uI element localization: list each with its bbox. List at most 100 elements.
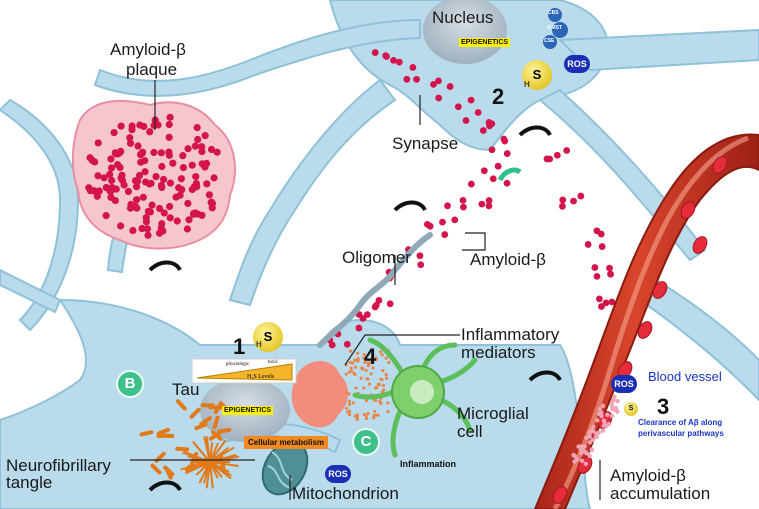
plaque-dot bbox=[179, 152, 187, 160]
mediator-dot bbox=[352, 371, 356, 375]
mediator-dot bbox=[380, 353, 384, 357]
mediator-dot bbox=[381, 368, 385, 373]
receptor-mark bbox=[497, 167, 522, 182]
plaque-dot bbox=[94, 172, 102, 180]
tau-fragment bbox=[150, 463, 162, 475]
enzyme-cse: CSE bbox=[544, 38, 555, 44]
amyloid-beta-particle bbox=[595, 295, 603, 303]
amyloid-beta-particle bbox=[451, 216, 459, 224]
amyloid-beta-particle bbox=[430, 80, 437, 88]
plaque-dot bbox=[178, 186, 186, 194]
red-blood-cell bbox=[680, 201, 696, 219]
mediator-dot bbox=[376, 413, 380, 417]
plaque-dot bbox=[173, 217, 181, 225]
vessel-amyloid-dot bbox=[582, 444, 587, 449]
amyloid-beta-particle bbox=[371, 49, 379, 56]
mediator-dot bbox=[364, 368, 368, 373]
amyloid-beta-particle bbox=[503, 150, 511, 157]
mediator-dot bbox=[355, 351, 360, 355]
amyloid-beta-particle bbox=[489, 175, 497, 183]
vessel-amyloid-dot bbox=[609, 413, 615, 419]
plaque-dot bbox=[165, 148, 173, 156]
vessel-amyloid-dot bbox=[583, 461, 588, 467]
plaque-dot bbox=[183, 225, 191, 233]
vessel-amyloid-dot bbox=[605, 412, 610, 417]
plaque-dot bbox=[134, 177, 142, 185]
plaque-label-line2: plaque bbox=[126, 60, 178, 79]
mediator-dot bbox=[362, 353, 366, 357]
enzyme-cluster bbox=[543, 8, 568, 49]
plaque-dot bbox=[152, 173, 160, 181]
mediator-dot bbox=[347, 370, 351, 374]
mediator-dot bbox=[369, 348, 374, 352]
marker-3: 3 bbox=[657, 394, 670, 419]
tangle-fiber bbox=[193, 442, 211, 463]
plaque-dot bbox=[198, 147, 206, 156]
amyloid-beta-particle bbox=[570, 197, 577, 205]
accumulation-label-line1: Amyloid-β bbox=[610, 466, 686, 485]
mediator-dot bbox=[360, 366, 364, 370]
plaque-dot bbox=[144, 231, 152, 239]
amyloid-beta-particle bbox=[553, 151, 561, 159]
plaque-dot bbox=[177, 175, 186, 183]
plaque-dot bbox=[213, 148, 221, 156]
plaque-dot bbox=[159, 175, 168, 184]
amyloid-beta-particle bbox=[485, 197, 493, 204]
vessel-amyloid-dot bbox=[595, 418, 600, 423]
microglial-cell bbox=[352, 337, 478, 458]
plaque-dot bbox=[193, 123, 201, 132]
plaque-dot bbox=[169, 159, 177, 167]
mediator-dot bbox=[348, 349, 353, 353]
red-blood-cell bbox=[712, 156, 728, 174]
plaque-dot bbox=[194, 135, 202, 144]
vessel-amyloid-dot bbox=[600, 403, 606, 409]
amyloid-beta-particle bbox=[577, 192, 585, 200]
marker-2: 2 bbox=[492, 84, 505, 109]
neurofibrillary-tangle-art bbox=[180, 436, 240, 489]
mediator-dot bbox=[354, 358, 358, 363]
badge-c: C bbox=[352, 428, 380, 456]
amyloid-beta-particle bbox=[444, 202, 451, 210]
amyloid-beta-particle bbox=[459, 203, 467, 211]
amyloid-beta-particle bbox=[608, 298, 616, 306]
amyloid-beta-particle bbox=[359, 315, 367, 322]
vessel-amyloid-dot bbox=[602, 419, 607, 425]
plaque-dot bbox=[166, 179, 175, 187]
plaque-dot bbox=[126, 139, 135, 147]
amyloid-beta-particle bbox=[363, 311, 371, 319]
mediator-dot bbox=[364, 399, 369, 403]
neurofibrillary-label-line2: tangle bbox=[6, 473, 53, 492]
mediator-dot bbox=[363, 360, 367, 364]
synaptic-cleft-marks bbox=[148, 125, 562, 492]
amyloid-beta-particle bbox=[598, 243, 606, 250]
tau-fragment bbox=[194, 422, 208, 431]
oligomer-fibril bbox=[317, 232, 433, 348]
plaque-dot bbox=[146, 128, 154, 136]
amyloid-beta-particle bbox=[435, 94, 443, 102]
vessel-amyloid-dot bbox=[587, 453, 592, 459]
plaque-dot bbox=[110, 129, 118, 137]
plaque-dot bbox=[155, 204, 164, 213]
tau-fragment bbox=[212, 415, 220, 430]
mediator-dot bbox=[366, 361, 370, 365]
mediator-dot bbox=[344, 391, 348, 395]
plaque-dot bbox=[165, 133, 173, 141]
plaque-dot bbox=[166, 214, 174, 222]
plaque-dot bbox=[108, 176, 116, 185]
plaque-dot bbox=[202, 159, 211, 168]
plaque-dot bbox=[148, 201, 156, 209]
toxic-label: toxic bbox=[268, 360, 278, 365]
amyloid-beta-label: Amyloid-β bbox=[470, 250, 546, 269]
amyloid-beta-particle bbox=[500, 135, 508, 143]
mediator-dot bbox=[347, 392, 351, 396]
amyloid-beta-particle bbox=[417, 261, 425, 269]
plaque-dot bbox=[143, 225, 152, 233]
plaque-dot bbox=[188, 161, 196, 169]
amyloid-beta-particle bbox=[593, 272, 601, 280]
amyloid-plaque bbox=[71, 99, 236, 250]
marker-1: 1 bbox=[233, 334, 246, 359]
plaque-dot bbox=[94, 139, 102, 147]
tau-fragment bbox=[139, 430, 154, 437]
mediator-dot bbox=[349, 366, 353, 370]
amyloid-beta-particle bbox=[462, 117, 470, 124]
